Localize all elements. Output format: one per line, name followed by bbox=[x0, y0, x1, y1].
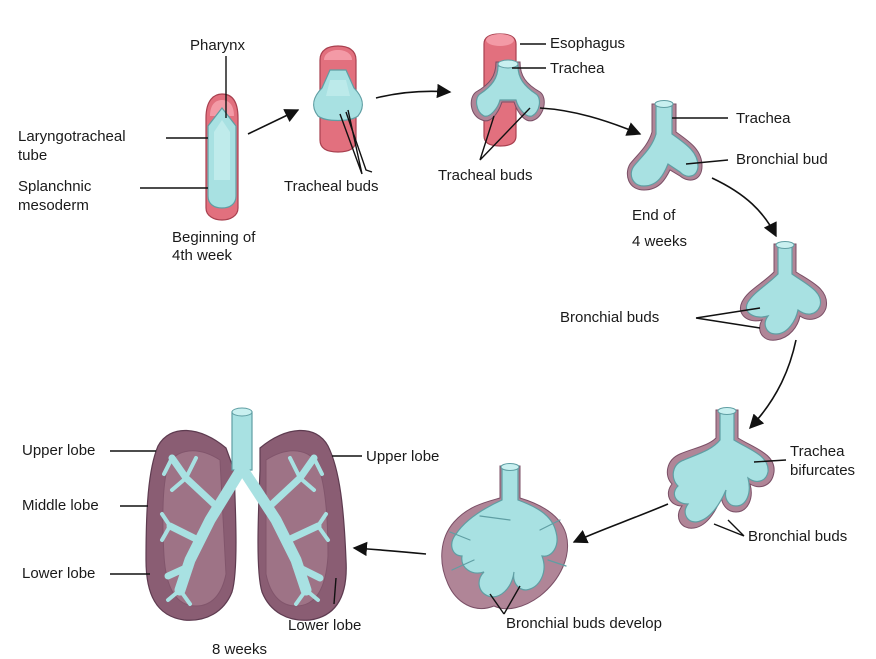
stage-5-bronchial-buds bbox=[740, 242, 826, 341]
label-end-of-1: End of bbox=[632, 207, 676, 224]
stage-2-tracheal-buds bbox=[314, 46, 363, 152]
label-bronchial-bud: Bronchial bud bbox=[736, 151, 828, 168]
stage-1-laryngotracheal-tube bbox=[206, 94, 238, 220]
label-trachea-bifurcates-2: bifurcates bbox=[790, 462, 855, 479]
label-lower-lobe-right: Lower lobe bbox=[288, 617, 361, 634]
label-trachea-2: Trachea bbox=[736, 110, 791, 127]
stage-3-esophagus-trachea bbox=[471, 34, 544, 146]
stage-8-lungs bbox=[146, 408, 346, 620]
label-8-weeks: 8 weeks bbox=[212, 641, 267, 658]
label-esophagus: Esophagus bbox=[550, 35, 625, 52]
label-beginning-2: 4th week bbox=[172, 247, 233, 264]
stage-6-trachea-bifurcates bbox=[667, 408, 774, 529]
bronchial-tree bbox=[162, 458, 328, 604]
label-laryngotracheal-1: Laryngotracheal bbox=[18, 128, 126, 145]
label-bronchial-buds-develop: Bronchial buds develop bbox=[506, 615, 662, 632]
label-upper-lobe-right: Upper lobe bbox=[366, 448, 439, 465]
label-pharynx: Pharynx bbox=[190, 37, 246, 54]
label-trachea-1: Trachea bbox=[550, 60, 605, 77]
labels: Pharynx Laryngotracheal tube Splanchnic … bbox=[18, 35, 855, 658]
stage-4-bronchial-bud bbox=[627, 101, 702, 191]
label-end-of-2: 4 weeks bbox=[632, 233, 687, 250]
label-laryngotracheal-2: tube bbox=[18, 147, 47, 164]
label-splanchnic-1: Splanchnic bbox=[18, 178, 92, 195]
label-beginning-1: Beginning of bbox=[172, 229, 256, 246]
label-splanchnic-2: mesoderm bbox=[18, 197, 89, 214]
stage-7-bronchial-buds-develop bbox=[442, 464, 568, 609]
label-upper-lobe-left: Upper lobe bbox=[22, 442, 95, 459]
label-trachea-bifurcates-1: Trachea bbox=[790, 443, 845, 460]
label-tracheal-buds-1: Tracheal buds bbox=[284, 178, 379, 195]
label-lower-lobe-left: Lower lobe bbox=[22, 565, 95, 582]
label-tracheal-buds-2: Tracheal buds bbox=[438, 167, 533, 184]
label-bronchial-buds-1: Bronchial buds bbox=[560, 309, 659, 326]
label-bronchial-buds-2: Bronchial buds bbox=[748, 528, 847, 545]
label-middle-lobe: Middle lobe bbox=[22, 497, 99, 514]
